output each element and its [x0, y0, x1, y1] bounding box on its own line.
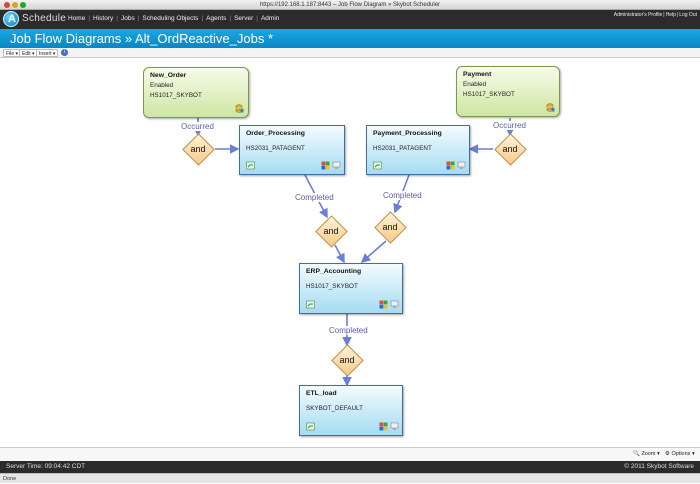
connector-layer — [193, 118, 515, 387]
schedule-logo-icon[interactable]: A — [3, 11, 19, 27]
page-title: Job Flow Diagrams » Alt_OrdReactive_Jobs… — [10, 31, 274, 46]
app-header: A Schedule Home| History| Jobs| Scheduli… — [0, 10, 700, 29]
job-node-order-processing[interactable]: Order_Processing HS2031_PATAGENT — [239, 125, 345, 175]
logout-link[interactable]: Log Out — [679, 12, 697, 18]
main-nav: Home| History| Jobs| Scheduling Objects|… — [68, 15, 280, 22]
database-icon — [235, 104, 244, 113]
node-agent: HS2031_PATAGENT — [373, 145, 432, 152]
and-gate-label: and — [502, 144, 518, 154]
diagram-canvas[interactable]: Occurred Occurred Completed Completed Co… — [2, 59, 698, 447]
edge-label-completed: Completed — [382, 191, 423, 200]
window-title: https://192.168.1.187:8443 – Job Flow Di… — [259, 2, 441, 8]
windows-icon — [379, 422, 388, 431]
windows-icon — [446, 161, 455, 170]
trigger-node-payment[interactable]: Payment Enabled HS1017_SKYBOT — [456, 66, 560, 117]
job-node-etl-load[interactable]: ETL_load SKYBOT_DEFAULT — [299, 385, 403, 436]
agent-icon — [332, 161, 341, 169]
node-status: Enabled — [463, 81, 487, 88]
edge-label-completed: Completed — [328, 326, 369, 335]
insert-menu-button[interactable]: Insert ▾ — [36, 49, 59, 57]
node-name: New_Order — [150, 72, 187, 79]
and-gate-label: and — [339, 355, 355, 365]
edge-gate-right-to-erp — [360, 240, 387, 264]
trigger-node-new-order[interactable]: New_Order Enabled HS1017_SKYBOT — [143, 67, 249, 118]
and-gate-label: and — [323, 226, 339, 236]
job-node-erp-accounting[interactable]: ERP_Accounting HS1017_SKYBOT — [299, 263, 403, 314]
windows-icon — [321, 161, 330, 170]
node-agent: HS1017_SKYBOT — [306, 283, 358, 290]
node-name: Order_Processing — [246, 130, 305, 137]
agent-icon — [390, 300, 399, 308]
job-run-icon — [373, 161, 382, 170]
diagram-toolbar: File ▾ Edit ▾ Insert ▾ i — [0, 48, 700, 58]
node-name: ETL_load — [306, 390, 337, 397]
and-gate-label: and — [190, 144, 206, 154]
logo-text: Schedule — [22, 13, 67, 24]
app-footer: Server Time: 09:04:42 CDT © 2011 Skybot … — [0, 461, 700, 473]
profile-link[interactable]: Administrator's Profile — [613, 12, 663, 18]
node-name: Payment_Processing — [373, 130, 442, 137]
browser-title-bar: https://192.168.1.187:8443 – Job Flow Di… — [0, 0, 700, 10]
info-icon[interactable]: i — [61, 49, 68, 56]
nav-agents[interactable]: Agents — [206, 15, 227, 22]
copyright: © 2011 Skybot Software — [624, 463, 694, 470]
node-agent: HS1017_SKYBOT — [150, 92, 202, 99]
edit-menu-button[interactable]: Edit ▾ — [19, 49, 38, 57]
agent-icon — [390, 422, 399, 430]
zoom-window-icon[interactable] — [20, 2, 26, 8]
nav-home[interactable]: Home — [68, 15, 86, 22]
nav-server[interactable]: Server — [234, 15, 254, 22]
windows-icon — [379, 300, 388, 309]
nav-admin[interactable]: Admin — [260, 15, 280, 22]
edge-label-occurred: Occurred — [492, 121, 527, 130]
nav-jobs[interactable]: Jobs — [120, 15, 135, 22]
user-links: Administrator's Profile| Help| Log Out — [613, 12, 697, 18]
edge-label-occurred: Occurred — [180, 122, 215, 131]
browser-status-bar: Done — [0, 473, 700, 483]
page-title-bar: Job Flow Diagrams » Alt_OrdReactive_Jobs… — [0, 29, 700, 48]
node-agent: HS2031_PATAGENT — [246, 145, 305, 152]
options-button[interactable]: ⚙ Options ▾ — [665, 451, 695, 457]
minimize-window-icon[interactable] — [12, 2, 18, 8]
close-window-icon[interactable] — [4, 2, 10, 8]
node-agent: SKYBOT_DEFAULT — [306, 405, 363, 412]
nav-scheduling-objects[interactable]: Scheduling Objects — [142, 15, 199, 22]
diagram-bottom-tools: 🔍 Zoom ▾ ⚙ Options ▾ — [0, 447, 700, 461]
node-agent: HS1017_SKYBOT — [463, 91, 515, 98]
database-icon — [546, 103, 555, 112]
node-name: Payment — [463, 71, 492, 78]
job-run-icon — [246, 161, 255, 170]
server-time: Server Time: 09:04:42 CDT — [6, 463, 86, 470]
status-text: Done — [3, 476, 17, 482]
nav-history[interactable]: History — [93, 15, 114, 22]
job-node-payment-processing[interactable]: Payment_Processing HS2031_PATAGENT — [366, 125, 470, 175]
node-status: Enabled — [150, 82, 174, 89]
zoom-button[interactable]: 🔍 Zoom ▾ — [633, 451, 660, 457]
edge-label-completed: Completed — [294, 193, 335, 202]
edge-gate-left-to-erp — [334, 244, 345, 264]
help-link[interactable]: Help — [665, 12, 676, 18]
agent-icon — [457, 161, 466, 169]
job-run-icon — [306, 300, 315, 309]
job-run-icon — [306, 422, 315, 431]
and-gate-label: and — [382, 222, 398, 232]
node-name: ERP_Accounting — [306, 268, 362, 275]
